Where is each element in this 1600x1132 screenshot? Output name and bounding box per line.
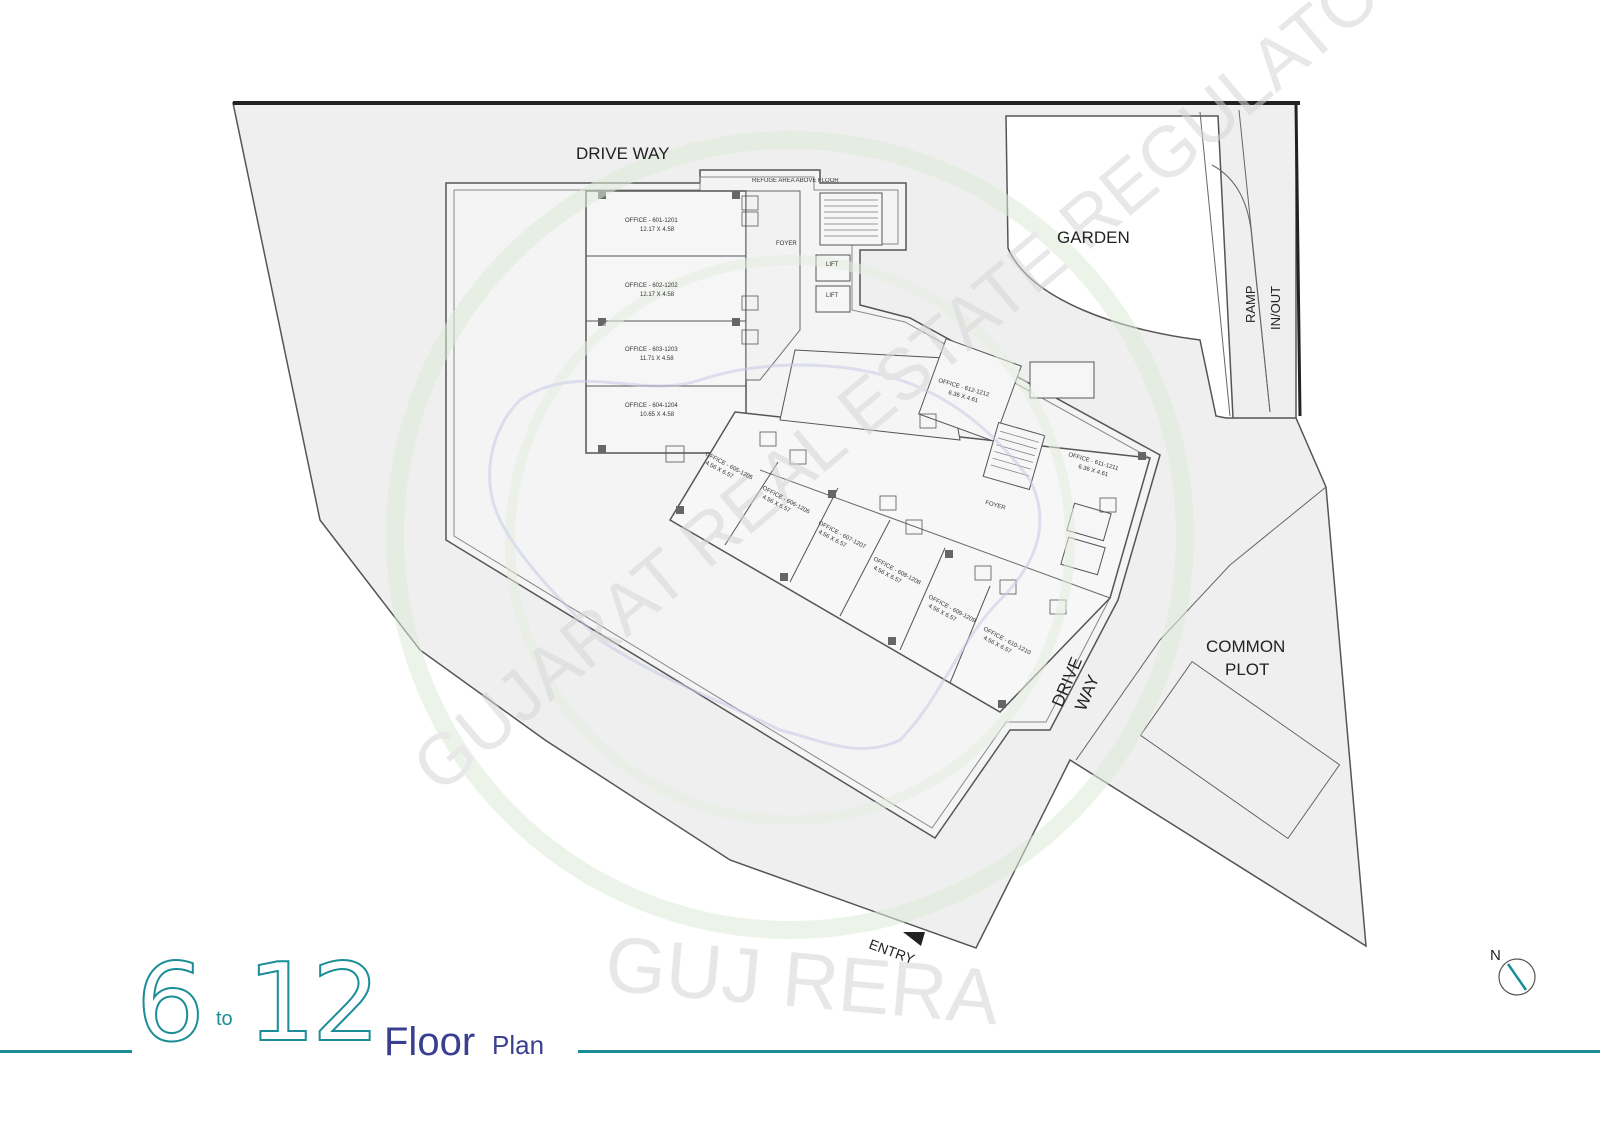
- office-603-size: 11.71 X 4.58: [640, 356, 674, 362]
- label-garden: GARDEN: [1057, 228, 1130, 247]
- office-602-size: 12.17 X 4.58: [640, 292, 675, 298]
- lift-2-label: LIFT: [826, 293, 839, 299]
- label-ramp: RAMP: [1243, 285, 1258, 323]
- label-drive-way-top: DRIVE WAY: [576, 144, 670, 163]
- refuge-label: REFUGE AREA ABOVE FLOOR: [752, 178, 839, 184]
- floor-from-number: 6: [135, 941, 206, 1066]
- floor-to-word: to: [216, 1008, 233, 1030]
- building-footprint: [445, 169, 1161, 840]
- foyer-top-label: FOYER: [776, 241, 797, 247]
- foyer-mid-label: FOYER: [984, 500, 1006, 512]
- floor-word: Floor: [384, 1020, 476, 1064]
- entry-arrow-icon: [903, 932, 925, 946]
- title-rule-left: [0, 1050, 132, 1053]
- office-601-name: OFFICE - 601-1201: [625, 218, 678, 224]
- office-604-name: OFFICE - 604-1204: [625, 403, 678, 409]
- title-rule-right: [578, 1050, 1600, 1053]
- north-arrow-icon: N: [1490, 947, 1536, 996]
- title-block: 6 to 12 Floor Plan: [0, 941, 1600, 1090]
- plan-word: Plan: [492, 1030, 545, 1060]
- label-plot: PLOT: [1225, 660, 1269, 679]
- office-602-name: OFFICE - 602-1202: [625, 283, 678, 289]
- lift-1-label: LIFT: [826, 262, 839, 268]
- office-604-size: 10.65 X 4.58: [640, 412, 675, 418]
- office-603-name: OFFICE - 603-1203: [625, 347, 678, 353]
- office-601-size: 12.17 X 4.58: [640, 227, 675, 233]
- label-common: COMMON: [1206, 637, 1285, 656]
- label-in-out: IN/OUT: [1268, 286, 1283, 330]
- north-label: N: [1490, 947, 1501, 964]
- floor-to-number: 12: [246, 941, 381, 1066]
